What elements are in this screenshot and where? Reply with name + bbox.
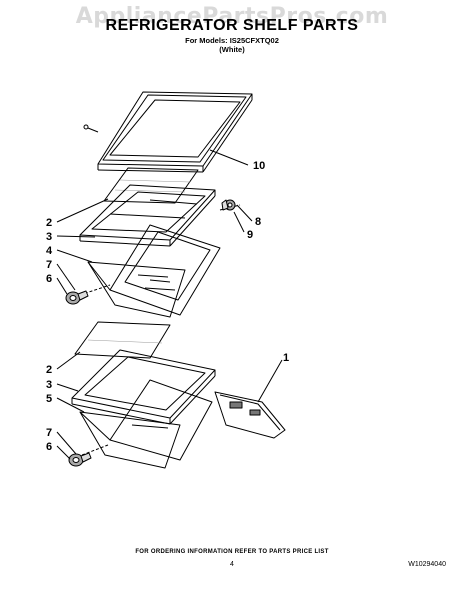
callout-2-lower: 2: [46, 364, 52, 376]
lower-glass-panel: [74, 321, 171, 359]
callout-2-upper: 2: [46, 217, 52, 229]
side-roller-assembly: [221, 199, 236, 211]
callout-10: 10: [253, 160, 265, 172]
watermark-text: AppliancePartsPros.com: [75, 4, 389, 29]
humidity-control: [214, 391, 286, 439]
callout-7-lower: 7: [46, 427, 52, 439]
page-number: 4: [230, 561, 234, 568]
model-info: For Models: IS25CFXTQ02 (White): [0, 36, 464, 54]
top-shelf-frame: [83, 91, 253, 173]
document-number: W10294040: [408, 561, 446, 568]
color-line: (White): [219, 45, 245, 54]
callout-5: 5: [46, 393, 52, 405]
callout-1: 1: [283, 352, 289, 364]
callout-6-upper: 6: [46, 273, 52, 285]
lower-crisper-drawer: [79, 379, 213, 469]
models-line: For Models: IS25CFXTQ02: [185, 36, 279, 45]
leader-lines: [56, 149, 283, 460]
ordering-note: FOR ORDERING INFORMATION REFER TO PARTS …: [135, 549, 329, 555]
callout-3-upper: 3: [46, 231, 52, 243]
callout-3-lower: 3: [46, 379, 52, 391]
lower-wheel-assembly: [68, 452, 92, 467]
lower-crisper-cover: [71, 349, 216, 425]
upper-glass-panel: [103, 167, 199, 204]
callout-6-lower: 6: [46, 441, 52, 453]
upper-crisper-cover: [79, 184, 216, 247]
callout-labels: 10 8 9 2 3 4 7 6 1 2 3 5 7 6: [46, 160, 289, 453]
upper-crisper-drawer: [79, 204, 241, 318]
callout-4: 4: [46, 245, 53, 257]
callout-8: 8: [255, 216, 261, 228]
page-title: REFRIGERATOR SHELF PARTS: [105, 17, 359, 34]
upper-wheel-assembly: [65, 290, 89, 305]
callout-7-upper: 7: [46, 259, 52, 271]
callout-9: 9: [247, 229, 253, 241]
